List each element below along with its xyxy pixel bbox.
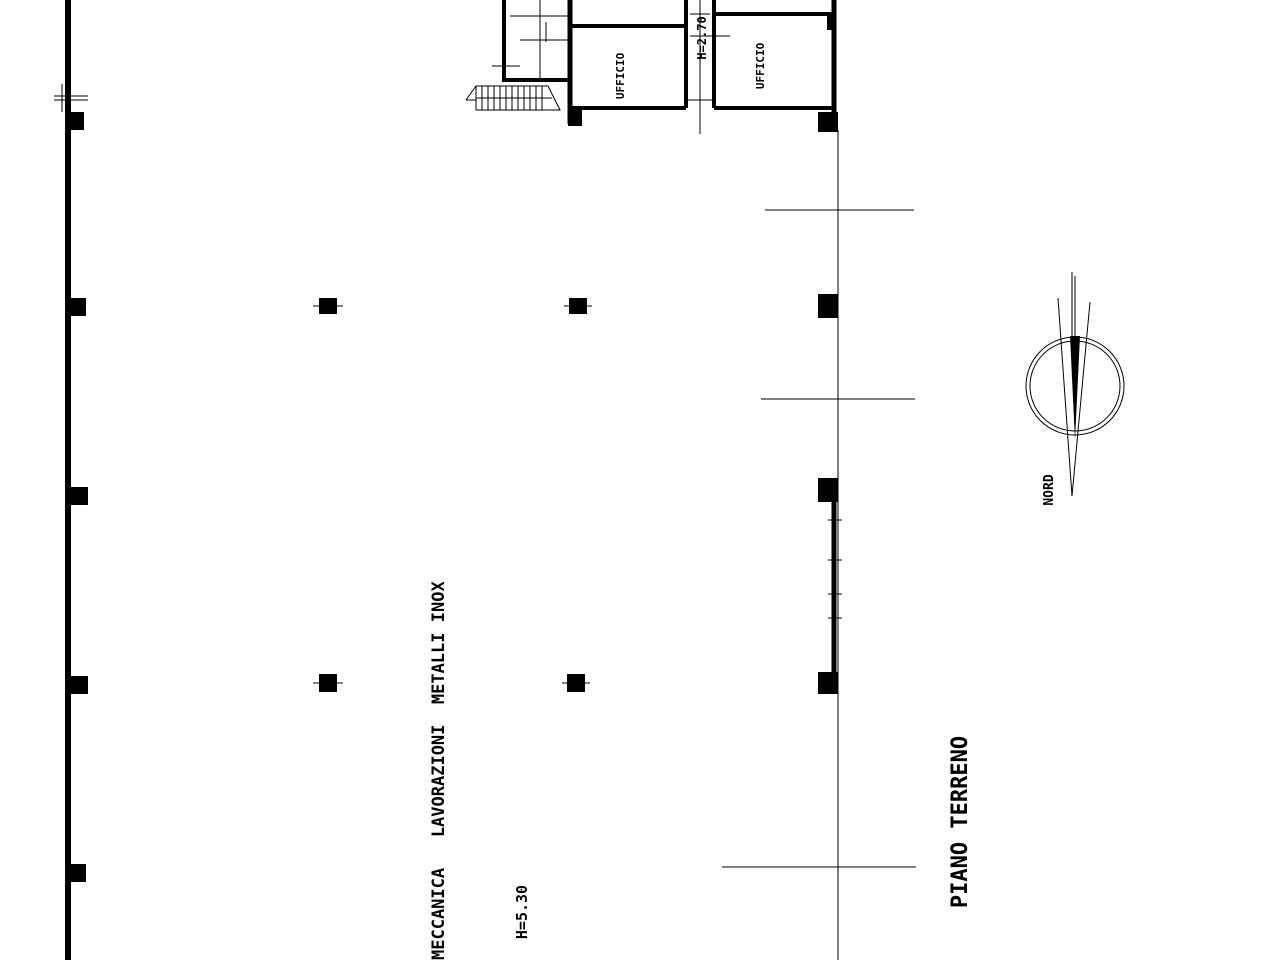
- east-wall: [818, 0, 842, 960]
- office-label: UFFICIO: [754, 42, 767, 89]
- office-label: UFFICIO: [614, 52, 627, 99]
- north-arrow: NORD: [1025, 272, 1125, 506]
- west-wall-pillars: [66, 112, 88, 882]
- main-height-label: H=5.30: [513, 885, 531, 939]
- section-lines: [722, 209, 916, 868]
- pillar: [66, 864, 86, 882]
- department-label: MECCANICA LAVORAZIONI METALLI INOX: [429, 581, 449, 960]
- pillar: [66, 298, 86, 316]
- pillar: [66, 676, 88, 694]
- office-block: [465, 0, 834, 134]
- pillar: [818, 672, 838, 694]
- staircase: [465, 85, 561, 111]
- pillar: [66, 112, 84, 130]
- office-height-label: H=2.70: [695, 16, 709, 59]
- pillar: [818, 112, 838, 132]
- floor-label: PIANO TERRENO: [948, 736, 973, 908]
- north-label: NORD: [1042, 474, 1057, 505]
- pillar: [66, 487, 88, 505]
- pillar: [818, 294, 838, 318]
- interior-pillars: [313, 298, 592, 692]
- west-wall: [54, 0, 88, 960]
